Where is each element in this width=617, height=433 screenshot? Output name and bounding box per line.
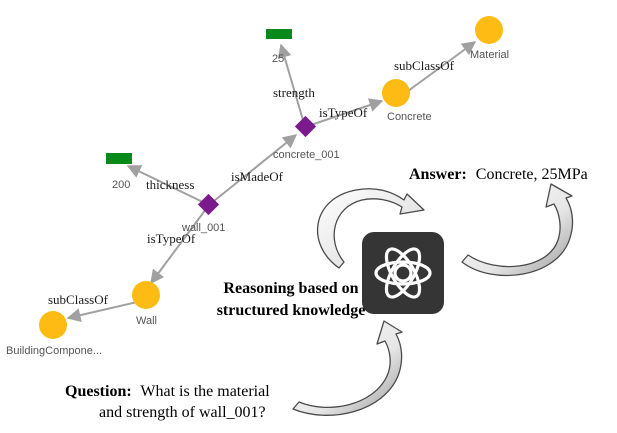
node-label-25: 25 (272, 53, 284, 65)
question-line-1-rest: What is the material (140, 383, 270, 400)
edge-label-subclassof-wall: subClassOf (48, 292, 109, 307)
node-labels: 25 Material Concrete concrete_001 200 wa… (6, 49, 509, 357)
question-block: Question: What is the material and stren… (65, 383, 270, 421)
class-node-wall[interactable] (132, 281, 160, 309)
edge-label-strength: strength (273, 85, 315, 100)
answer-label: Answer: (409, 166, 467, 183)
literal-node-25[interactable] (266, 29, 292, 39)
node-label-concrete-001: concrete_001 (273, 149, 340, 161)
reasoning-caption: Reasoning based on structured knowledge (217, 280, 366, 319)
node-label-wall: Wall (136, 315, 157, 327)
class-node-material[interactable] (475, 16, 503, 44)
openai-logo-icon (374, 247, 432, 299)
model-logo-badge (362, 232, 444, 314)
question-line-1: Question: What is the material (65, 383, 270, 400)
instance-node-wall-001[interactable] (197, 193, 220, 216)
node-label-concrete: Concrete (387, 111, 432, 123)
node-label-building-component: BuildingCompone... (6, 345, 102, 357)
edge-strength (277, 43, 306, 128)
literal-node-200[interactable] (106, 153, 132, 164)
answer-value: Concrete, 25MPa (476, 166, 588, 183)
edge-thickness (126, 165, 210, 206)
curved-arrow-top-left-icon (316, 188, 425, 269)
edge-istypeof-wall (150, 204, 210, 285)
edge-label-istypeof-wall: isTypeOf (147, 231, 196, 246)
node-label-wall-001: wall_001 (181, 222, 225, 234)
node-label-material: Material (470, 49, 509, 61)
answer-text: Answer: Concrete, 25MPa (409, 166, 588, 183)
edge-ismadeof (208, 134, 298, 206)
class-node-building-component[interactable] (39, 311, 67, 339)
graph-nodes (39, 16, 503, 339)
edge-labels: strength subClassOf isTypeOf isMadeOf th… (48, 58, 455, 307)
flow-arrows (292, 183, 574, 416)
node-label-200: 200 (112, 179, 130, 191)
curved-arrow-bottom-icon (292, 320, 403, 416)
edge-istypeof-concrete (304, 98, 384, 128)
class-node-concrete[interactable] (382, 79, 410, 107)
edge-label-subclassof-concrete: subClassOf (394, 58, 455, 73)
edge-label-thickness: thickness (146, 177, 194, 192)
curved-arrow-right-icon (461, 183, 574, 277)
edge-label-ismadeof: isMadeOf (231, 169, 284, 184)
reasoning-line-2: structured knowledge (217, 302, 366, 319)
question-line-2: and strength of wall_001? (99, 404, 266, 421)
edge-subclassof-wall (66, 299, 147, 322)
instance-node-concrete-001[interactable] (294, 115, 317, 138)
edge-label-istypeof-concrete: isTypeOf (319, 105, 368, 120)
reasoning-line-1: Reasoning based on (223, 280, 358, 297)
edge-subclassof-concrete (407, 41, 477, 92)
model-logo (362, 232, 444, 314)
graph-edges (66, 41, 477, 322)
question-label: Question: (65, 383, 132, 400)
